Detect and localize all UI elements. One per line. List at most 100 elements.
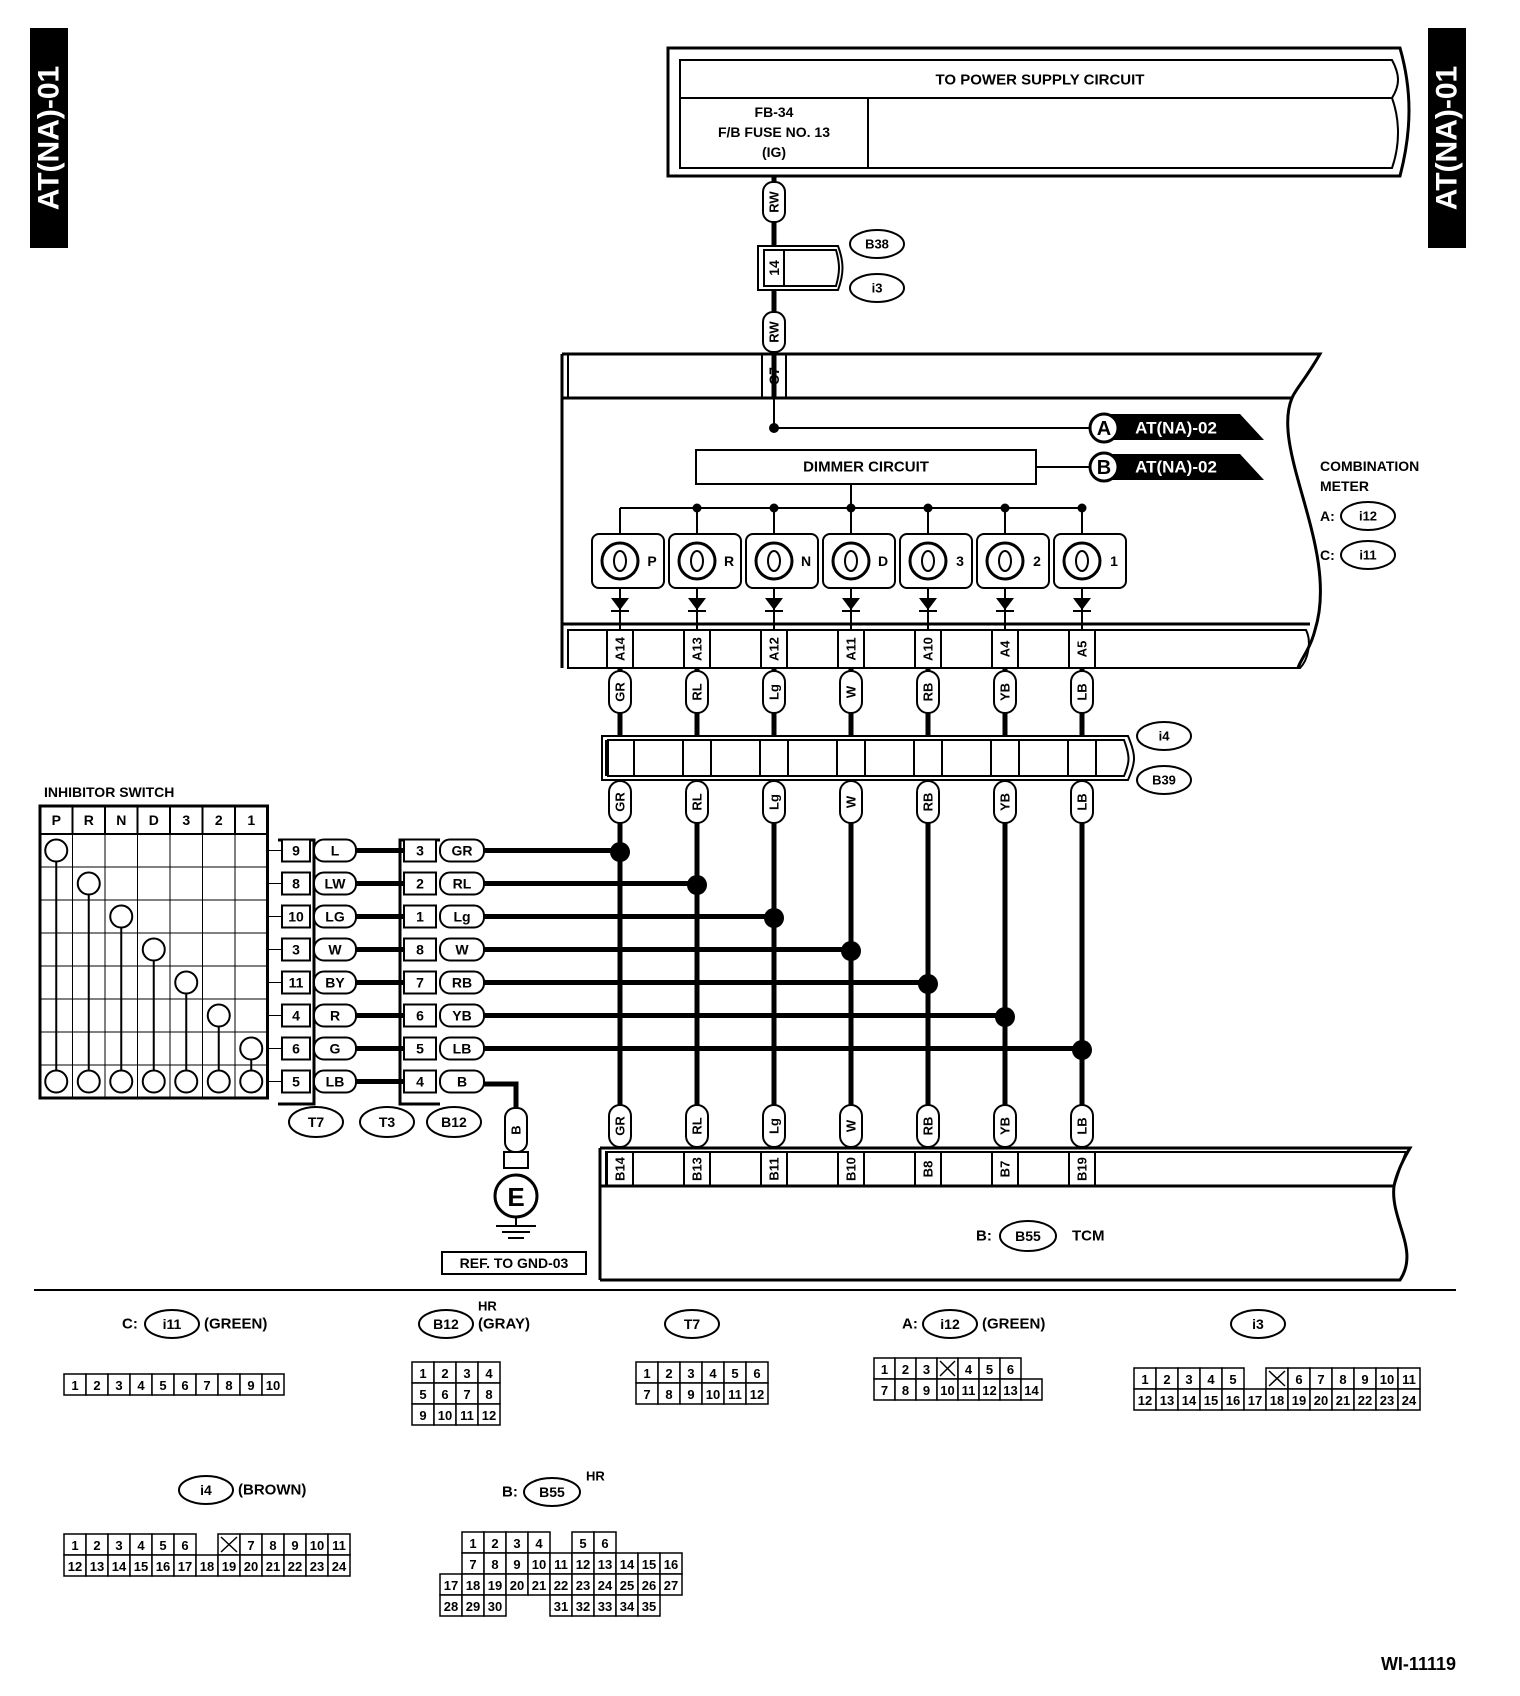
pin-number: 12 bbox=[982, 1383, 996, 1398]
t3-pin: 3 bbox=[416, 843, 424, 859]
svg-text:C:: C: bbox=[122, 1316, 138, 1333]
wire-label-mid: GR bbox=[608, 780, 632, 824]
tcm-name: TCM bbox=[1072, 1228, 1105, 1245]
position-p: P bbox=[52, 812, 61, 828]
switch-contact bbox=[239, 1069, 264, 1094]
pin-number: 11 bbox=[554, 1557, 568, 1572]
ref-b-arrow: B AT(NA)-02 bbox=[1088, 451, 1264, 483]
pin-number: 28 bbox=[444, 1599, 458, 1614]
pin-number: 7 bbox=[1317, 1372, 1324, 1387]
svg-text:B:: B: bbox=[502, 1484, 518, 1501]
pin-number: 1 bbox=[469, 1536, 476, 1551]
pin-number: 26 bbox=[642, 1578, 656, 1593]
svg-text:B38: B38 bbox=[865, 237, 889, 252]
pin-number: 1 bbox=[419, 1366, 426, 1381]
wire-label-upper: W bbox=[839, 670, 863, 714]
pin-number: 22 bbox=[1358, 1393, 1372, 1408]
svg-text:T7: T7 bbox=[684, 1316, 701, 1332]
svg-text:i11: i11 bbox=[163, 1316, 182, 1332]
pin-number: 12 bbox=[576, 1557, 590, 1572]
pin-number: 5 bbox=[731, 1366, 738, 1381]
tcm-pin: B14 bbox=[613, 1156, 628, 1181]
pin-number: 17 bbox=[1248, 1393, 1262, 1408]
position-3: 3 bbox=[182, 812, 190, 828]
tcm-pin: B19 bbox=[1075, 1157, 1090, 1181]
lamp-column-r: RA13RL8RLRLB13 bbox=[668, 503, 742, 1186]
pin-number: 11 bbox=[460, 1408, 474, 1423]
t7-wire: LG bbox=[325, 909, 345, 925]
pin-number: 1 bbox=[71, 1538, 78, 1553]
pin-number: 29 bbox=[466, 1599, 480, 1614]
wire-label-mid: YB bbox=[993, 780, 1017, 824]
pin-number: 4 bbox=[965, 1362, 973, 1377]
pin-number: 20 bbox=[510, 1578, 524, 1593]
svg-text:T7: T7 bbox=[308, 1114, 325, 1130]
pin-number: 11 bbox=[728, 1387, 742, 1402]
pin-number: 22 bbox=[288, 1559, 302, 1574]
pin-number: 6 bbox=[181, 1538, 188, 1553]
badge-t3: T3 bbox=[359, 1106, 415, 1138]
pin-number: 1 bbox=[1141, 1372, 1148, 1387]
pin-number: 2 bbox=[441, 1366, 448, 1381]
pin-number: 4 bbox=[137, 1538, 145, 1553]
lamp-column-2: 2A4YB4YBYBB7 bbox=[976, 503, 1050, 1186]
pin-number: 13 bbox=[1003, 1383, 1017, 1398]
lamp-label: 2 bbox=[1033, 553, 1041, 569]
pin-number: 2 bbox=[902, 1362, 909, 1377]
pin-number: 12 bbox=[482, 1408, 496, 1423]
pin-number: 9 bbox=[687, 1387, 694, 1402]
t7-wire: LB bbox=[326, 1074, 345, 1090]
pin-number: 6 bbox=[601, 1536, 608, 1551]
svg-text:A:: A: bbox=[902, 1316, 918, 1333]
svg-text:RW: RW bbox=[767, 321, 782, 343]
wire-label-upper-text: GR bbox=[613, 682, 628, 702]
switch-contact bbox=[76, 1069, 101, 1094]
pin-number: 6 bbox=[1295, 1372, 1302, 1387]
meter-pin: A4 bbox=[998, 640, 1013, 657]
pin-number: 24 bbox=[332, 1559, 347, 1574]
fuse-name: F/B FUSE NO. 13 bbox=[718, 124, 830, 140]
position-r: R bbox=[84, 812, 94, 828]
pin-number: 2 bbox=[93, 1378, 100, 1393]
meter-pin-c7: C7 bbox=[766, 367, 782, 385]
switch-contact bbox=[141, 937, 166, 962]
pin-number: 11 bbox=[332, 1538, 346, 1553]
t3-pin: 4 bbox=[416, 1074, 424, 1090]
pin-number: 23 bbox=[576, 1578, 590, 1593]
position-n: N bbox=[116, 812, 126, 828]
meter-connector-a-prefix: A: bbox=[1320, 508, 1335, 524]
wire-label-lower-text: LB bbox=[1075, 1117, 1090, 1134]
bulb-icon bbox=[1062, 541, 1102, 581]
t7-pin: 6 bbox=[292, 1041, 300, 1057]
pin-number: 4 bbox=[535, 1536, 543, 1551]
pin-number: 33 bbox=[598, 1599, 612, 1614]
t3-wire: LB bbox=[453, 1041, 472, 1057]
wire-label-upper: RL bbox=[685, 670, 709, 714]
pin-number: 4 bbox=[485, 1366, 493, 1381]
wire-label-mid: LB bbox=[1070, 780, 1094, 824]
meter-pin: A10 bbox=[921, 637, 936, 661]
svg-text:i3: i3 bbox=[872, 281, 883, 296]
svg-text:B55: B55 bbox=[539, 1484, 565, 1500]
pin-number: 7 bbox=[643, 1387, 650, 1402]
pin-number: 5 bbox=[579, 1536, 586, 1551]
pin-number: 8 bbox=[1339, 1372, 1346, 1387]
pin-number: 9 bbox=[923, 1383, 930, 1398]
ground-symbol: E bbox=[493, 1151, 539, 1239]
pin-number: 10 bbox=[1380, 1372, 1394, 1387]
svg-text:RW: RW bbox=[767, 191, 782, 213]
pin-number: 24 bbox=[598, 1578, 613, 1593]
t7-wire: L bbox=[331, 843, 340, 859]
wire-label-lower-text: GR bbox=[613, 1116, 628, 1136]
t3-pin: 8 bbox=[416, 942, 424, 958]
t3-pin: 7 bbox=[416, 975, 424, 991]
